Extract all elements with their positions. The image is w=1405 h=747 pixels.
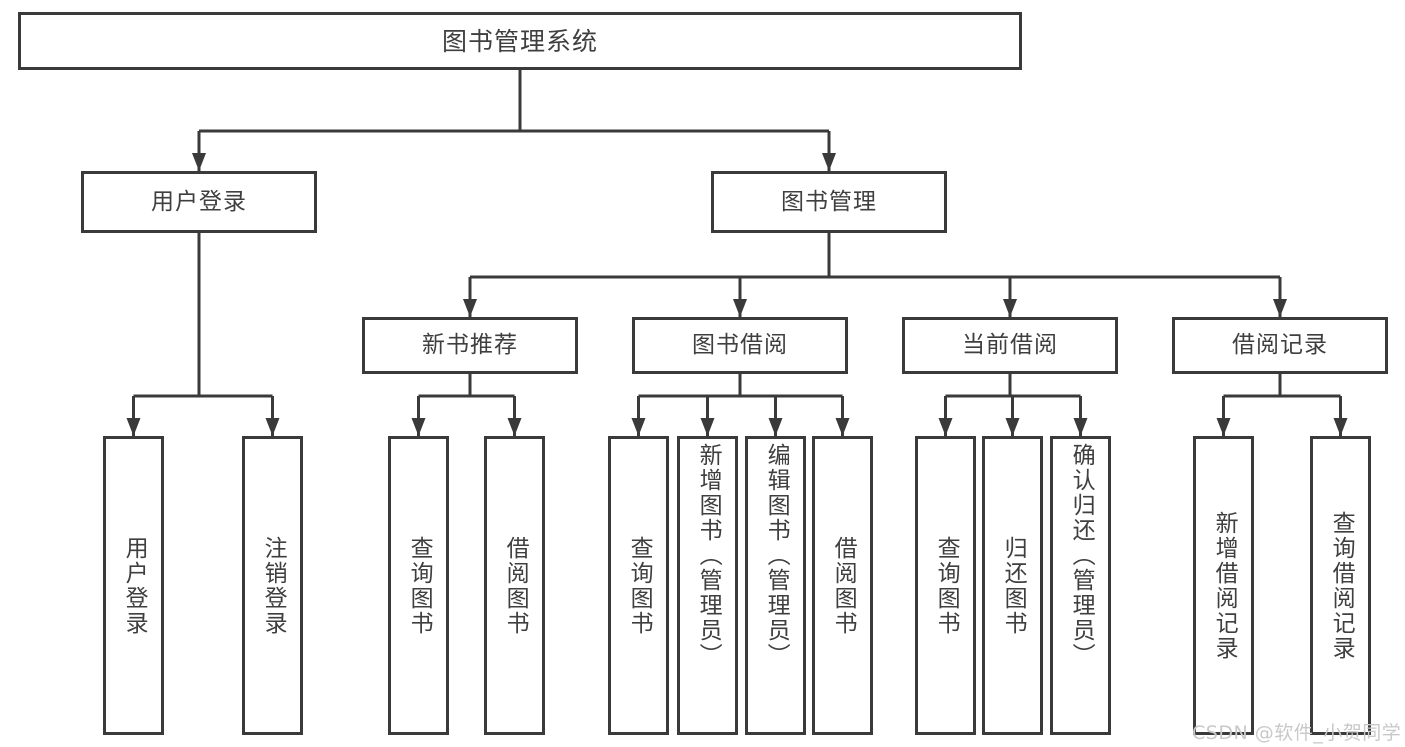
node-leaf-confirm-return[interactable]: 确认归还（管理员） [1050, 436, 1111, 735]
node-leaf-return-book[interactable]: 归还图书 [982, 436, 1043, 735]
node-leaf-borrow-book-2[interactable]: 借阅图书 [812, 436, 873, 735]
arrowhead [822, 153, 836, 171]
node-label-leaf-borrow-book-1: 借阅图书 [502, 535, 529, 636]
node-leaf-add-record[interactable]: 新增借阅记录 [1193, 436, 1254, 735]
node-label-book-borrow: 图书借阅 [692, 332, 788, 358]
node-root[interactable]: 图书管理系统 [18, 12, 1022, 70]
node-label-leaf-add-book: 新增图书（管理员） [695, 443, 722, 668]
arrowhead [1003, 299, 1017, 317]
node-label-user-login: 用户登录 [151, 188, 247, 215]
arrowhead [733, 299, 747, 317]
node-label-leaf-return-book: 归还图书 [1000, 535, 1027, 636]
node-label-current-borrow: 当前借阅 [962, 332, 1058, 358]
node-label-leaf-query-record: 查询借阅记录 [1328, 510, 1355, 661]
node-leaf-query-book-2[interactable]: 查询图书 [608, 436, 669, 735]
node-label-root: 图书管理系统 [441, 26, 598, 56]
node-current-borrow[interactable]: 当前借阅 [902, 317, 1118, 374]
arrowhead [192, 153, 206, 171]
arrowhead [1333, 418, 1348, 436]
arrowhead [631, 418, 646, 436]
node-book-manage[interactable]: 图书管理 [711, 171, 947, 233]
node-user-login[interactable]: 用户登录 [81, 171, 317, 233]
node-label-new-book-recommend: 新书推荐 [422, 332, 518, 358]
arrowhead [938, 418, 953, 436]
node-label-leaf-borrow-book-2: 借阅图书 [830, 535, 857, 636]
node-leaf-query-book-3[interactable]: 查询图书 [915, 436, 976, 735]
node-label-borrow-record: 借阅记录 [1232, 332, 1328, 358]
node-leaf-query-book-1[interactable]: 查询图书 [388, 436, 449, 735]
arrowhead [463, 299, 477, 317]
csdn-watermark: CSDN @软件_小贺同学 [1192, 722, 1402, 744]
node-label-leaf-query-book-2: 查询图书 [626, 535, 653, 636]
arrowhead [1073, 418, 1088, 436]
node-leaf-query-record[interactable]: 查询借阅记录 [1310, 436, 1371, 735]
node-leaf-edit-book[interactable]: 编辑图书（管理员） [745, 436, 806, 735]
node-book-borrow[interactable]: 图书借阅 [632, 317, 848, 374]
arrowhead [126, 418, 141, 436]
node-label-leaf-add-record: 新增借阅记录 [1211, 510, 1238, 661]
node-leaf-add-book[interactable]: 新增图书（管理员） [677, 436, 738, 735]
arrowhead [1273, 299, 1287, 317]
node-label-leaf-user-login: 用户登录 [121, 535, 148, 636]
node-leaf-borrow-book-1[interactable]: 借阅图书 [484, 436, 545, 735]
node-new-book-recommend[interactable]: 新书推荐 [362, 317, 578, 374]
arrowhead [1216, 418, 1231, 436]
arrowhead [768, 418, 783, 436]
arrowhead [507, 418, 522, 436]
node-label-leaf-query-book-1: 查询图书 [406, 535, 433, 636]
arrowhead [411, 418, 426, 436]
node-label-leaf-edit-book: 编辑图书（管理员） [763, 443, 790, 668]
arrowhead [1005, 418, 1020, 436]
node-label-leaf-logout: 注销登录 [260, 535, 287, 636]
arrowhead [835, 418, 850, 436]
node-borrow-record[interactable]: 借阅记录 [1172, 317, 1388, 374]
node-leaf-logout[interactable]: 注销登录 [242, 436, 303, 735]
node-leaf-user-login[interactable]: 用户登录 [103, 436, 164, 735]
arrowhead [265, 418, 280, 436]
node-label-leaf-query-book-3: 查询图书 [933, 535, 960, 636]
node-label-leaf-confirm-return: 确认归还（管理员） [1068, 443, 1095, 668]
arrowhead [700, 418, 715, 436]
node-label-book-manage: 图书管理 [781, 188, 877, 215]
